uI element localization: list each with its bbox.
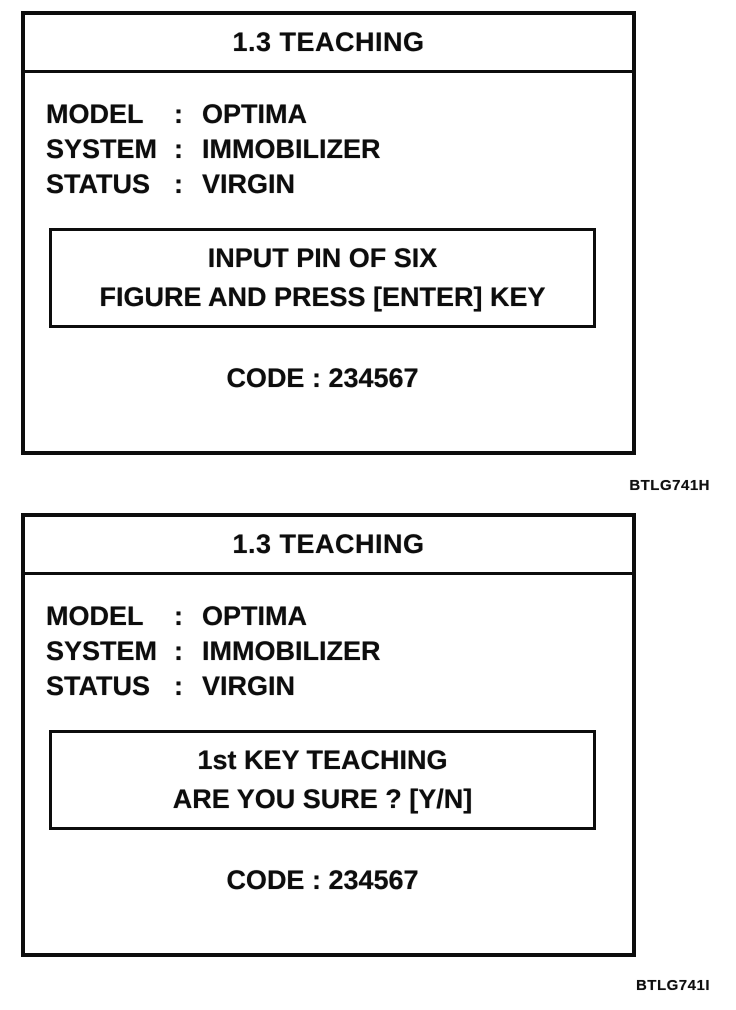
field-value: OPTIMA <box>202 99 307 129</box>
field-colon: : <box>174 636 183 666</box>
field-value: IMMOBILIZER <box>202 636 381 666</box>
screen-title: 1.3 TEACHING <box>25 517 632 575</box>
field-value: OPTIMA <box>202 601 307 631</box>
field-value: VIRGIN <box>202 169 296 199</box>
figure-id-label: BTLG741I <box>635 977 710 994</box>
field-colon: : <box>174 134 183 164</box>
code-line: CODE : 234567 <box>226 363 419 393</box>
prompt-message-box: INPUT PIN OF SIX FIGURE AND PRESS [ENTER… <box>49 228 596 328</box>
prompt-message-line-1: INPUT PIN OF SIX <box>207 243 438 273</box>
confirm-message-box: 1st KEY TEACHING ARE YOU SURE ? [Y/N] <box>49 730 596 830</box>
status-fields: MODEL : OPTIMA SYSTEM : IMMOBILIZER STAT… <box>25 599 632 704</box>
field-colon: : <box>174 99 183 129</box>
field-colon: : <box>174 169 183 199</box>
prompt-message-line-2: FIGURE AND PRESS [ENTER] KEY <box>99 282 546 312</box>
field-label: SYSTEM <box>46 134 158 164</box>
scan-tool-screen-1: 1.3 TEACHING MODEL : OPTIMA SYSTEM : IMM… <box>21 11 636 455</box>
field-row-status: STATUS : VIRGIN <box>46 167 632 202</box>
field-row-system: SYSTEM : IMMOBILIZER <box>46 634 632 669</box>
scan-tool-screen-2: 1.3 TEACHING MODEL : OPTIMA SYSTEM : IMM… <box>21 513 636 957</box>
status-fields: MODEL : OPTIMA SYSTEM : IMMOBILIZER STAT… <box>25 97 632 202</box>
field-row-model: MODEL : OPTIMA <box>46 97 632 132</box>
screen-title: 1.3 TEACHING <box>25 15 632 73</box>
field-label: SYSTEM <box>46 636 158 666</box>
field-colon: : <box>174 671 183 701</box>
confirm-message-line-2: ARE YOU SURE ? [Y/N] <box>172 784 473 814</box>
code-line: CODE : 234567 <box>226 865 419 895</box>
field-colon: : <box>174 601 183 631</box>
confirm-message-line-1: 1st KEY TEACHING <box>197 745 448 775</box>
field-value: IMMOBILIZER <box>202 134 381 164</box>
field-label: STATUS <box>46 169 150 199</box>
field-label: STATUS <box>46 671 150 701</box>
field-label: MODEL <box>46 99 144 129</box>
field-label: MODEL <box>46 601 144 631</box>
figure-id-label: BTLG741H <box>629 477 710 494</box>
field-row-status: STATUS : VIRGIN <box>46 669 632 704</box>
field-value: VIRGIN <box>202 671 296 701</box>
field-row-system: SYSTEM : IMMOBILIZER <box>46 132 632 167</box>
field-row-model: MODEL : OPTIMA <box>46 599 632 634</box>
